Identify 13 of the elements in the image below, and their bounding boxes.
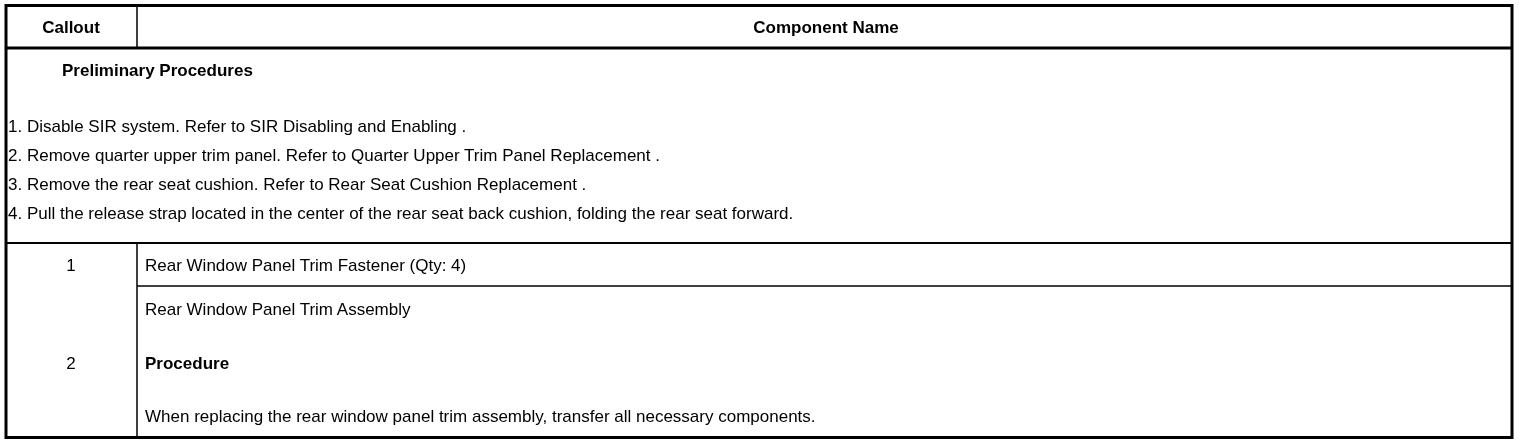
column-header: Callout [42,18,100,38]
component-name: Rear Window Panel Trim Fastener (Qty: 4) [145,256,467,276]
procedure-note: When replacing the rear window panel trim assembly, transfer all necessary components. [145,407,816,427]
procedure-step: 1. Disable SIR system. Refer to SIR Disabling and Enabling . [8,117,467,137]
callout-number: 1 [66,256,76,276]
component-name: Rear Window Panel Trim Assembly [145,300,411,320]
procedure-step: 4. Pull the release strap located in the center of the rear seat back cushion, folding the rear seat forward. [8,204,794,224]
section-heading: Preliminary Procedures [62,61,253,81]
column-header: Component Name [753,18,899,38]
procedure-step: 3. Remove the rear seat cushion. Refer to Rear Seat Cushion Replacement . [8,175,587,195]
procedure-step: 2. Remove quarter upper trim panel. Refer to Quarter Upper Trim Panel Replacement . [8,146,660,166]
procedure-heading: Procedure [145,354,230,374]
callout-number: 2 [66,354,76,374]
